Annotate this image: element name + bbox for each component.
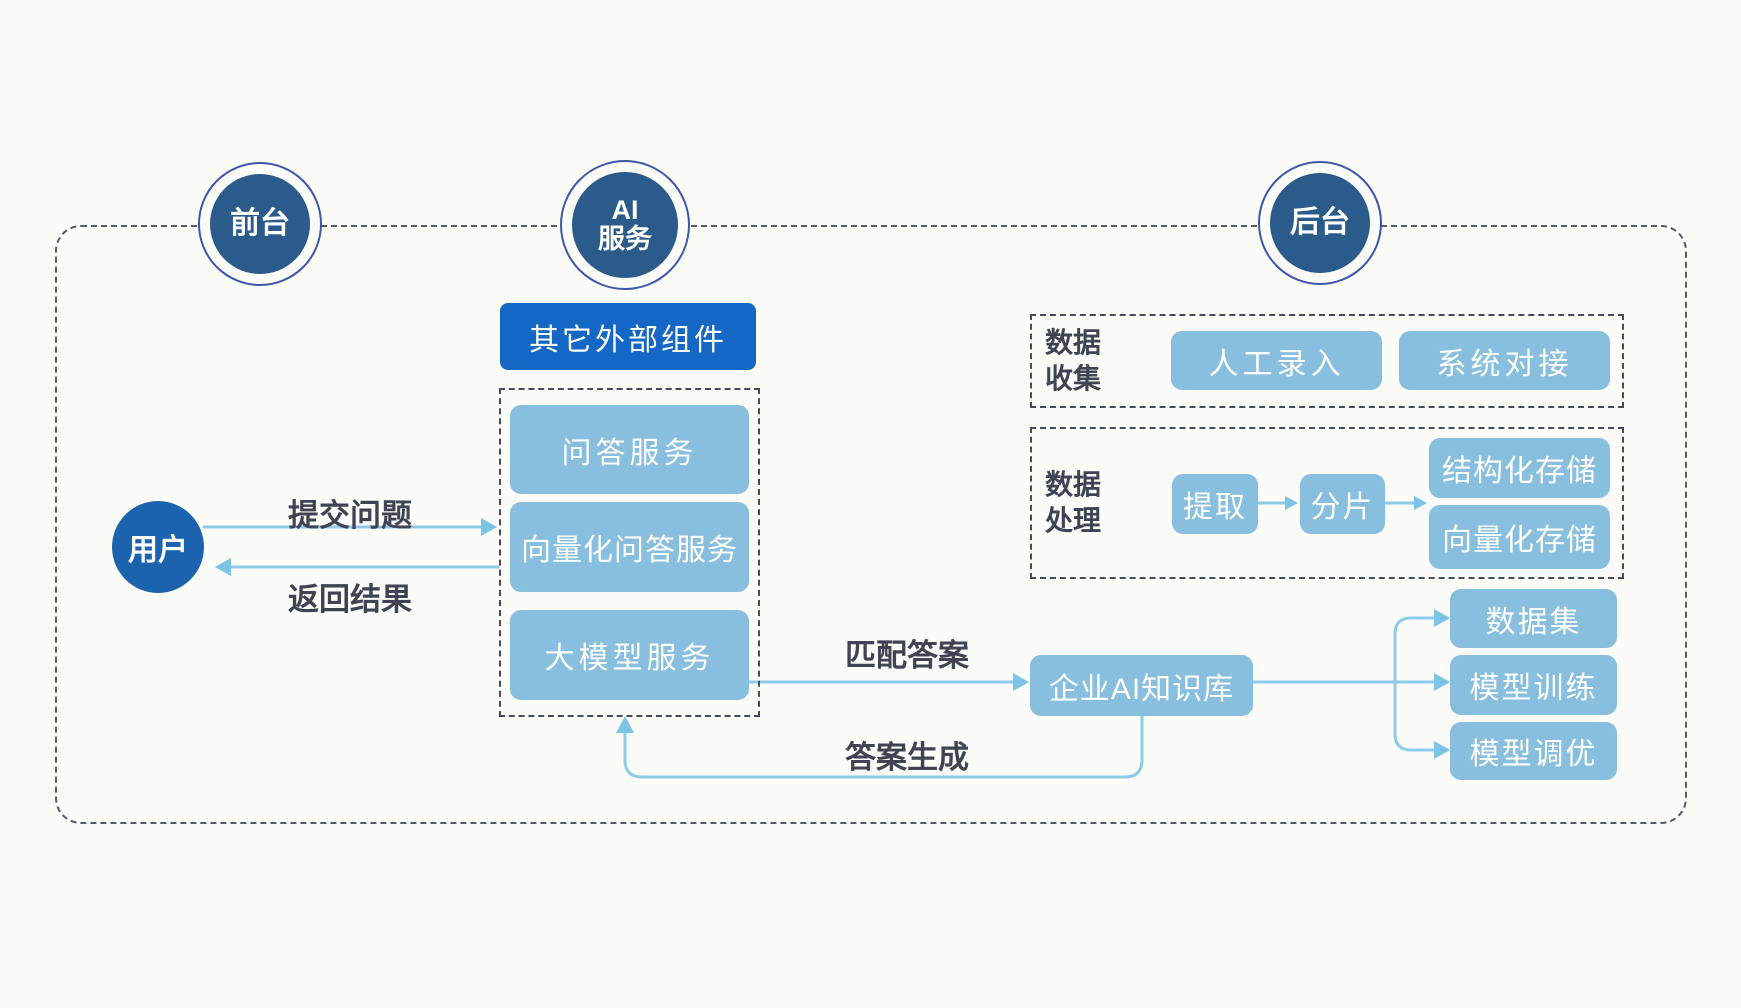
large-model-service-node: 大模型服务 [510,610,749,700]
vectorized-storage-node: 向量化存储 [1429,505,1610,569]
system-integration-node: 系统对接 [1399,331,1610,390]
extract-node: 提取 [1172,474,1258,534]
external-components-node: 其它外部组件 [500,303,756,370]
lane-circle-ai-service: AI 服务 [560,160,690,290]
ai-lane-label-line1: AI [611,194,639,225]
dataset-node: 数据集 [1450,589,1617,648]
ai-services-group: 问答服务 向量化问答服务 大模型服务 [499,388,760,717]
data-processing-title: 数据 处理 [1045,469,1102,536]
manual-entry-node: 人工录入 [1171,331,1382,390]
model-training-node: 模型训练 [1450,655,1617,715]
backstage-lane-label: 后台 [1290,205,1350,239]
submit-question-label: 提交问题 [288,498,412,533]
data-collection-title: 数据 收集 [1045,327,1102,394]
ai-lane-label-line2: 服务 [598,224,652,254]
match-answer-label: 匹配答案 [845,638,969,673]
data-processing-panel: 数据 处理 提取 分片 结构化存储 向量化存储 [1030,427,1624,579]
shard-node: 分片 [1300,474,1385,534]
vectorized-qa-service-node: 向量化问答服务 [510,502,749,592]
lane-circle-frontstage: 前台 [198,162,322,286]
structured-storage-node: 结构化存储 [1429,438,1610,498]
main-dashed-frame [55,225,1687,824]
lane-circle-backstage: 后台 [1258,161,1382,285]
enterprise-ai-kb-node: 企业AI知识库 [1030,655,1253,716]
data-collection-panel: 数据 收集 人工录入 系统对接 [1030,314,1624,408]
answer-generation-label: 答案生成 [845,740,969,775]
user-node: 用户 [112,501,204,593]
qa-service-node: 问答服务 [510,405,749,494]
frontstage-lane-label: 前台 [230,206,290,240]
model-tuning-node: 模型调优 [1450,722,1617,780]
return-result-label: 返回结果 [288,582,412,617]
